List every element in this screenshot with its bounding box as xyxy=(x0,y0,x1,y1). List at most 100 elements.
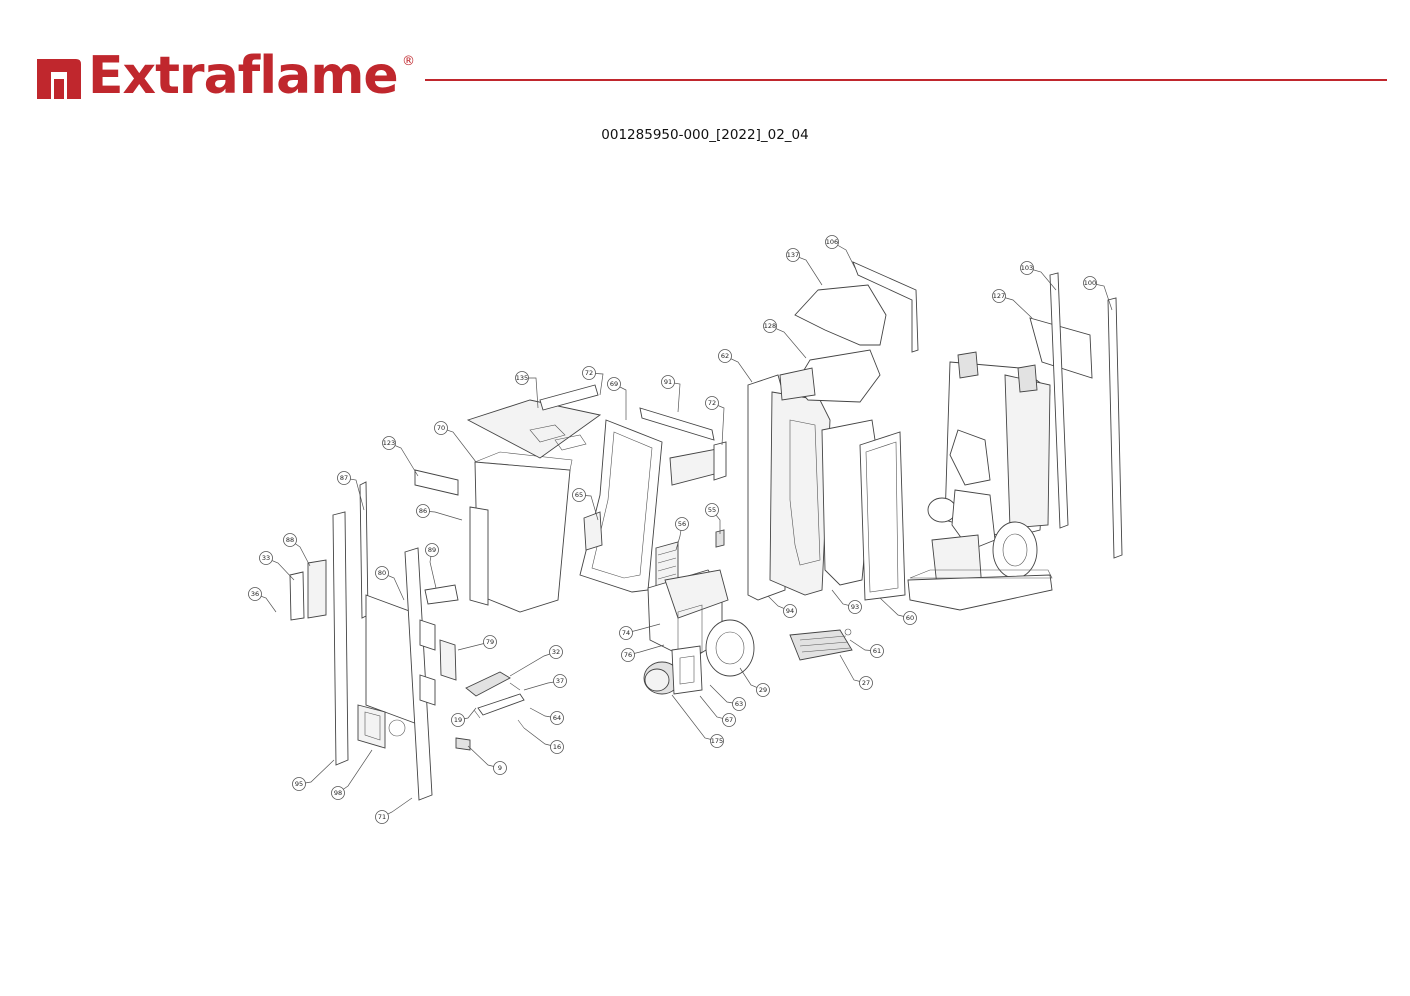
rear-inner-panels xyxy=(747,374,831,601)
leader-line xyxy=(671,694,718,742)
callout-65: 65 xyxy=(572,488,599,521)
callout-number: 128 xyxy=(764,322,776,330)
callout-98: 98 xyxy=(331,749,373,800)
callout-circle xyxy=(375,810,389,824)
callout-circle xyxy=(582,366,596,380)
hopper-front-panel xyxy=(414,451,573,613)
registered-mark: ® xyxy=(402,54,415,69)
callout-number: 55 xyxy=(708,506,716,514)
callout-9: 9 xyxy=(467,745,507,775)
heating-element xyxy=(789,628,853,661)
callout-number: 103 xyxy=(1021,264,1033,272)
callout-56: 56 xyxy=(675,517,689,551)
left-side-panels xyxy=(332,481,457,801)
callout-circle xyxy=(786,248,800,262)
callout-circle xyxy=(331,786,345,800)
callout-36: 36 xyxy=(248,587,277,613)
callout-89: 89 xyxy=(425,543,439,589)
callout-number: 137 xyxy=(787,251,799,259)
callout-circle xyxy=(375,566,389,580)
callout-32: 32 xyxy=(509,645,563,677)
callout-123: 123 xyxy=(382,436,419,477)
callout-number: 91 xyxy=(664,378,672,386)
callout-number: 33 xyxy=(262,554,270,562)
callout-61: 61 xyxy=(849,639,884,658)
callout-127: 127 xyxy=(992,289,1033,319)
callout-80: 80 xyxy=(375,566,405,601)
callout-29: 29 xyxy=(739,667,770,697)
callout-87: 87 xyxy=(337,471,365,511)
callout-number: 71 xyxy=(378,813,386,821)
callout-number: 123 xyxy=(383,439,395,447)
callout-number: 64 xyxy=(553,714,561,722)
brand-wordmark: Extraflame xyxy=(88,46,399,106)
callout-number: 86 xyxy=(419,507,427,515)
hopper-brackets xyxy=(639,407,727,486)
callout-103: 103 xyxy=(1020,261,1057,291)
callout-number: 69 xyxy=(610,380,618,388)
callout-circle xyxy=(1020,261,1034,275)
callout-number: 19 xyxy=(454,716,462,724)
callout-number: 72 xyxy=(708,399,716,407)
callout-circle xyxy=(705,503,719,517)
callout-number: 61 xyxy=(873,647,881,655)
header-rule xyxy=(425,79,1387,81)
header: Extraflame ® xyxy=(0,0,1410,110)
callout-37: 37 xyxy=(523,674,567,691)
callout-number: 72 xyxy=(585,369,593,377)
callout-number: 88 xyxy=(286,536,294,544)
callout-number: 135 xyxy=(516,374,528,382)
callout-64: 64 xyxy=(529,707,564,725)
callout-128: 128 xyxy=(763,319,807,359)
callout-number: 94 xyxy=(786,607,794,615)
callout-circle xyxy=(870,644,884,658)
callout-circle xyxy=(621,648,635,662)
callout-number: 16 xyxy=(553,743,561,751)
leader-line xyxy=(509,651,557,677)
callout-72: 72 xyxy=(705,396,725,446)
callout-76: 76 xyxy=(621,644,665,662)
callout-circle xyxy=(992,289,1006,303)
callout-number: 70 xyxy=(437,424,445,432)
callout-circle xyxy=(722,713,736,727)
callout-circle xyxy=(425,543,439,557)
callout-circle xyxy=(572,488,586,502)
callout-circle xyxy=(859,676,873,690)
callout-86: 86 xyxy=(416,504,463,521)
callout-circle xyxy=(451,713,465,727)
callout-circle xyxy=(705,396,719,410)
callout-27: 27 xyxy=(839,654,873,690)
top-flue-components xyxy=(779,261,919,403)
callout-106: 106 xyxy=(825,235,856,269)
callout-175: 175 xyxy=(671,694,724,748)
callout-33: 33 xyxy=(259,551,295,581)
callout-circle xyxy=(710,734,724,748)
callout-100: 100 xyxy=(1083,276,1113,311)
callout-circle xyxy=(783,604,797,618)
callout-62: 62 xyxy=(718,349,753,383)
callout-95: 95 xyxy=(292,759,335,791)
callout-circle xyxy=(248,587,262,601)
callout-number: 175 xyxy=(711,737,723,745)
callout-number: 100 xyxy=(1084,279,1096,287)
callout-circle xyxy=(903,611,917,625)
callout-circle xyxy=(756,683,770,697)
callout-79: 79 xyxy=(457,635,497,651)
callout-94: 94 xyxy=(767,595,797,618)
callout-number: 29 xyxy=(759,686,767,694)
callout-number: 36 xyxy=(251,590,259,598)
callout-circle xyxy=(661,375,675,389)
callout-circle xyxy=(382,436,396,450)
callout-circle xyxy=(607,377,621,391)
top-cover-plate xyxy=(466,384,602,459)
document-code: 001285950-000_[2022]_02_04 xyxy=(601,127,809,143)
callout-circle xyxy=(515,371,529,385)
callout-16: 16 xyxy=(523,727,564,754)
callout-number: 98 xyxy=(334,789,342,797)
callout-number: 79 xyxy=(486,638,494,646)
callout-88: 88 xyxy=(283,533,311,567)
callout-55: 55 xyxy=(705,503,721,534)
callout-circle xyxy=(675,517,689,531)
callout-circle xyxy=(483,635,497,649)
callout-number: 76 xyxy=(624,651,632,659)
